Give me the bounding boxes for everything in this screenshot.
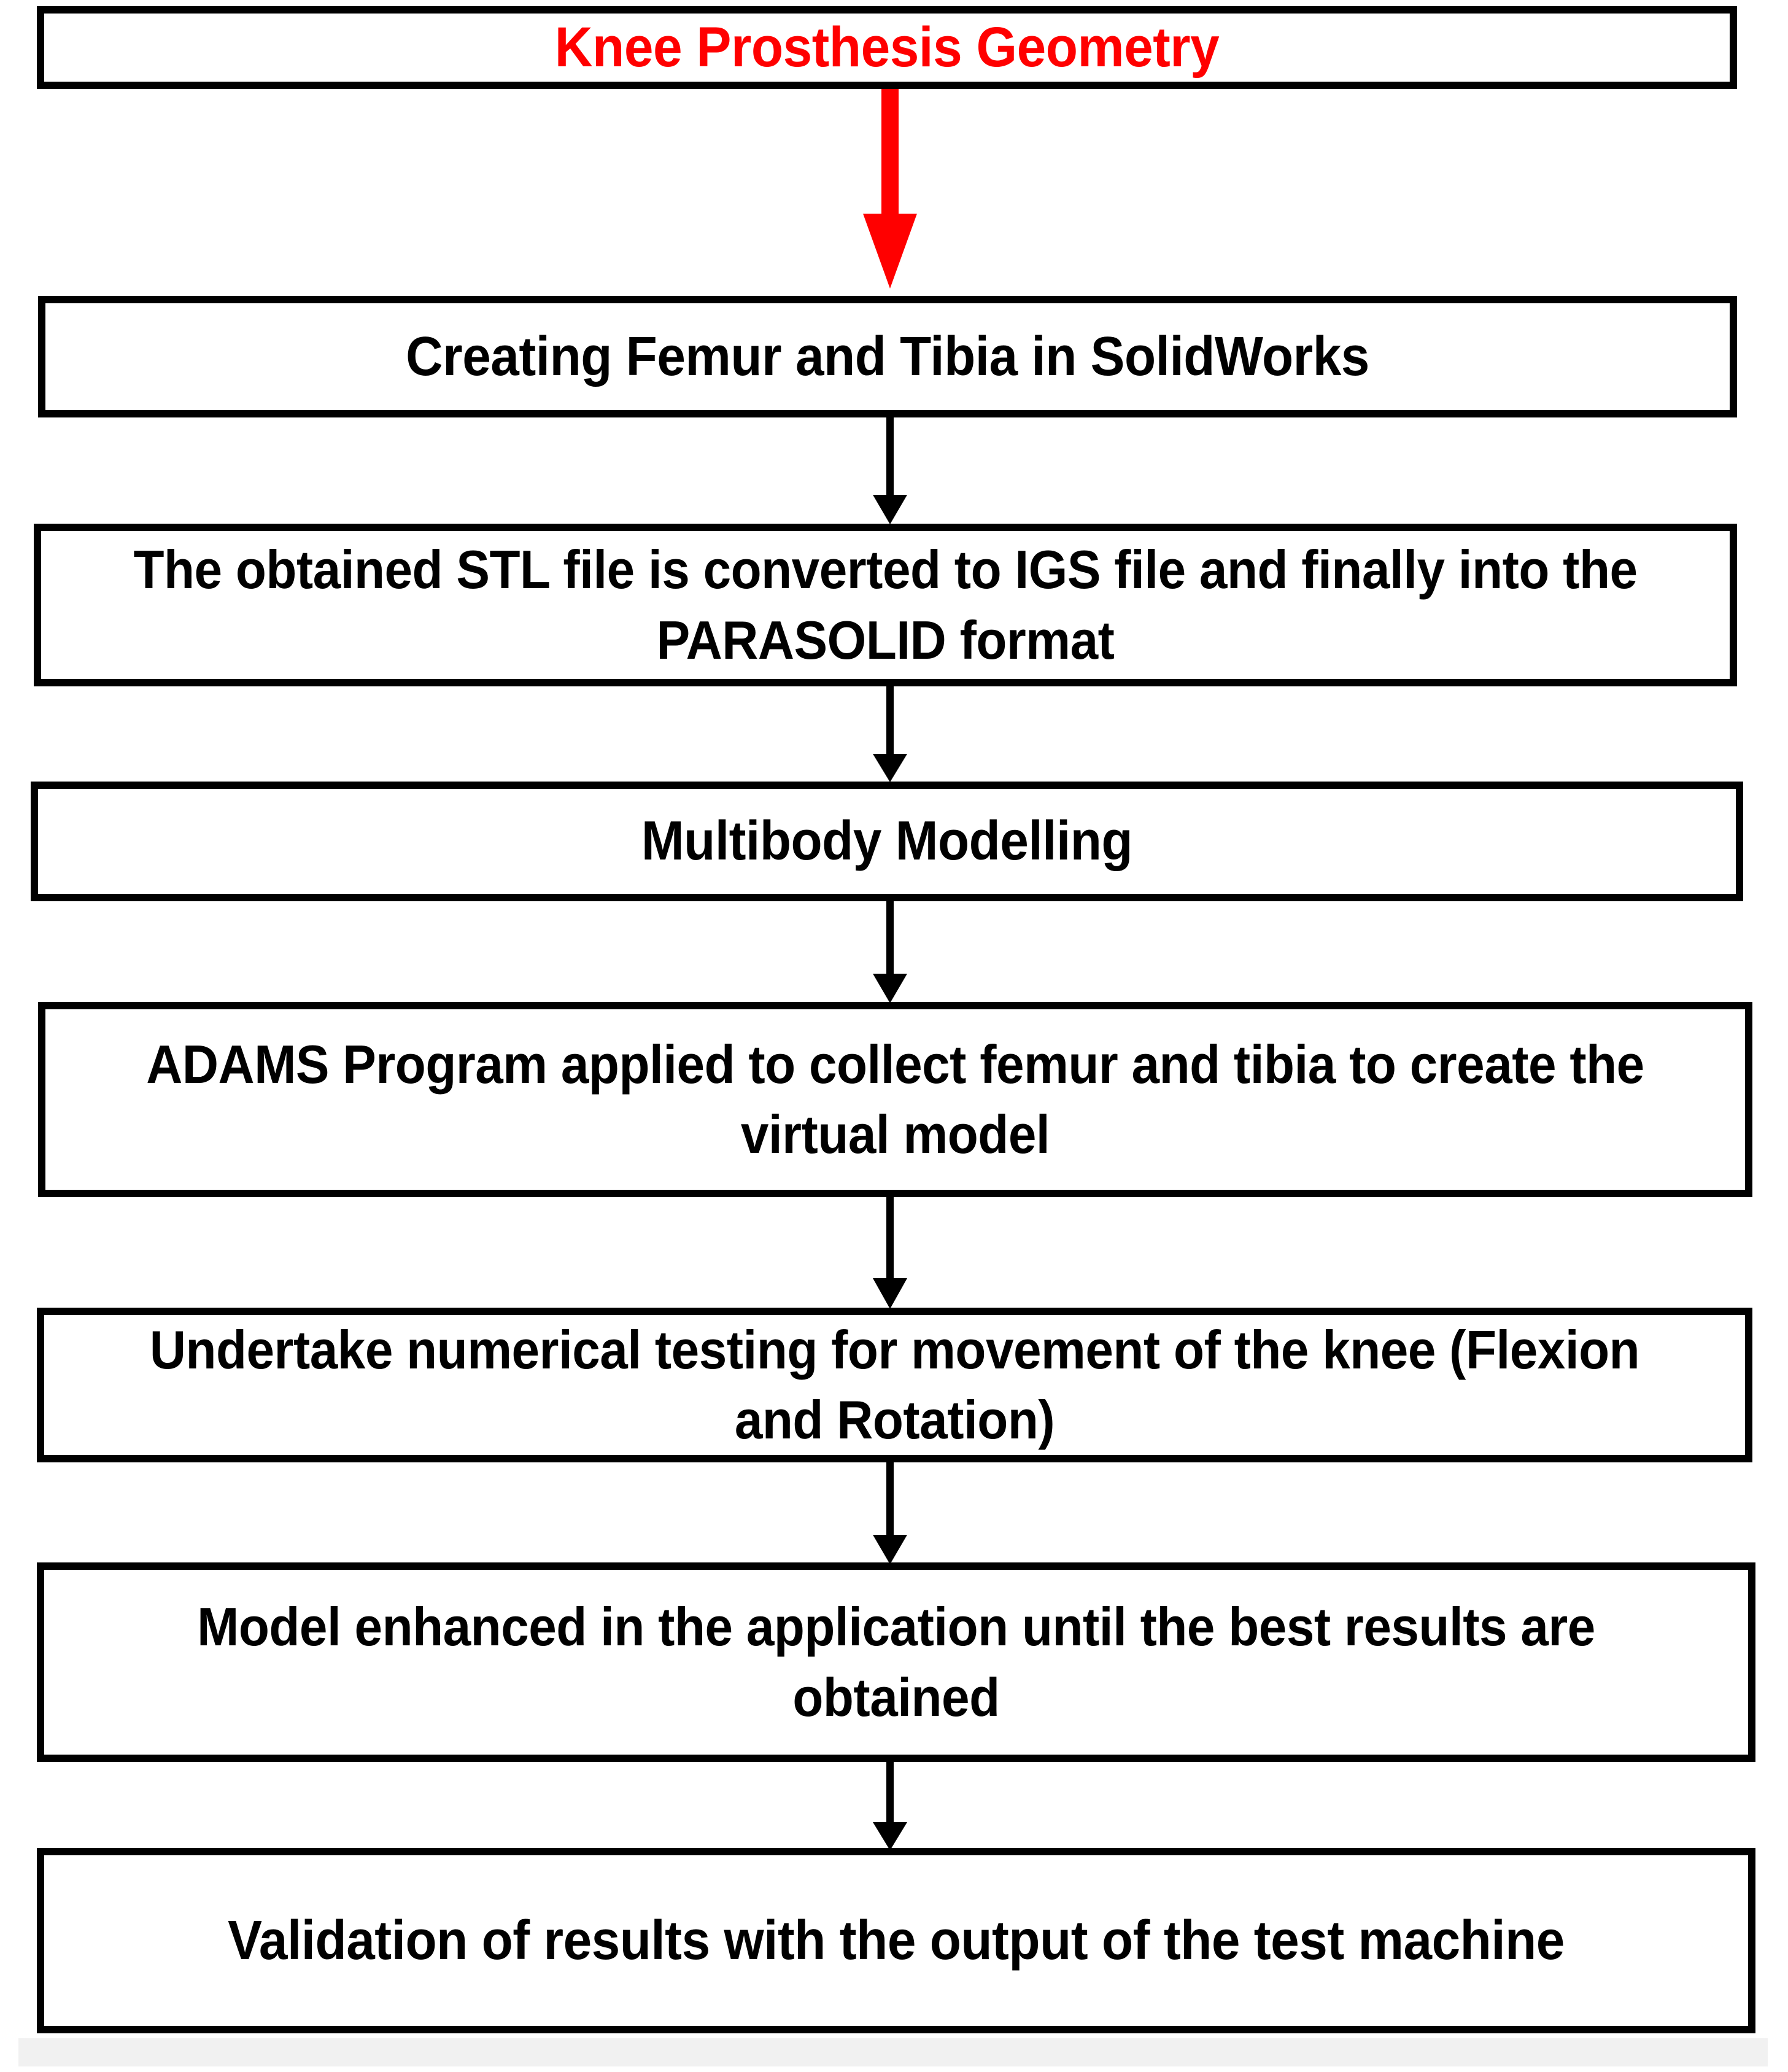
connector-arrow-adams-to-testing [859, 1196, 921, 1311]
flow-node-label: Multibody Modelling [641, 810, 1133, 872]
connector-arrow-multibody-to-adams [859, 900, 921, 1006]
flow-node-stl-to-igs-to-parasolid[interactable]: The obtained STL file is converted to IG… [34, 524, 1737, 686]
flow-node-label: Undertake numerical testing for movement… [149, 1319, 1640, 1450]
black-arrow-shape [873, 1461, 907, 1564]
connector-arrow-solidworks-to-stl [859, 416, 921, 527]
black-arrow-shape [873, 1196, 907, 1309]
flow-node-creating-femur-tibia-solidworks[interactable]: Creating Femur and Tibia in SolidWorks [38, 296, 1737, 417]
flow-node-label: Creating Femur and Tibia in SolidWorks [406, 325, 1369, 387]
flow-node-label: ADAMS Program applied to collect femur a… [146, 1033, 1644, 1165]
flow-node-label: Knee Prosthesis Geometry [554, 15, 1220, 79]
black-arrow-shape [873, 685, 907, 782]
connector-arrow-enhanced-to-validation [859, 1761, 921, 1853]
flow-node-validation-of-results[interactable]: Validation of results with the output of… [37, 1848, 1755, 2033]
flow-node-label: The obtained STL file is converted to IG… [133, 539, 1638, 670]
page-bottom-band [18, 2038, 1768, 2066]
flow-node-numerical-testing-flexion-rotation[interactable]: Undertake numerical testing for movement… [37, 1308, 1752, 1462]
red-arrow-shape [863, 86, 917, 289]
flow-node-multibody-modelling[interactable]: Multibody Modelling [31, 782, 1743, 901]
flow-node-knee-prosthesis-geometry[interactable]: Knee Prosthesis Geometry [37, 6, 1737, 89]
flow-node-model-enhanced-best-results[interactable]: Model enhanced in the application until … [37, 1562, 1755, 1762]
connector-arrow-geometry-to-solidworks [853, 86, 927, 298]
flow-node-label: Model enhanced in the application until … [197, 1596, 1595, 1728]
black-arrow-shape [873, 416, 907, 524]
flow-node-adams-program-virtual-model[interactable]: ADAMS Program applied to collect femur a… [38, 1002, 1752, 1197]
connector-arrow-testing-to-enhanced [859, 1461, 921, 1567]
flow-node-label: Validation of results with the output of… [228, 1909, 1565, 1971]
black-arrow-shape [873, 900, 907, 1003]
black-arrow-shape [873, 1761, 907, 1850]
connector-arrow-stl-to-multibody [859, 685, 921, 785]
